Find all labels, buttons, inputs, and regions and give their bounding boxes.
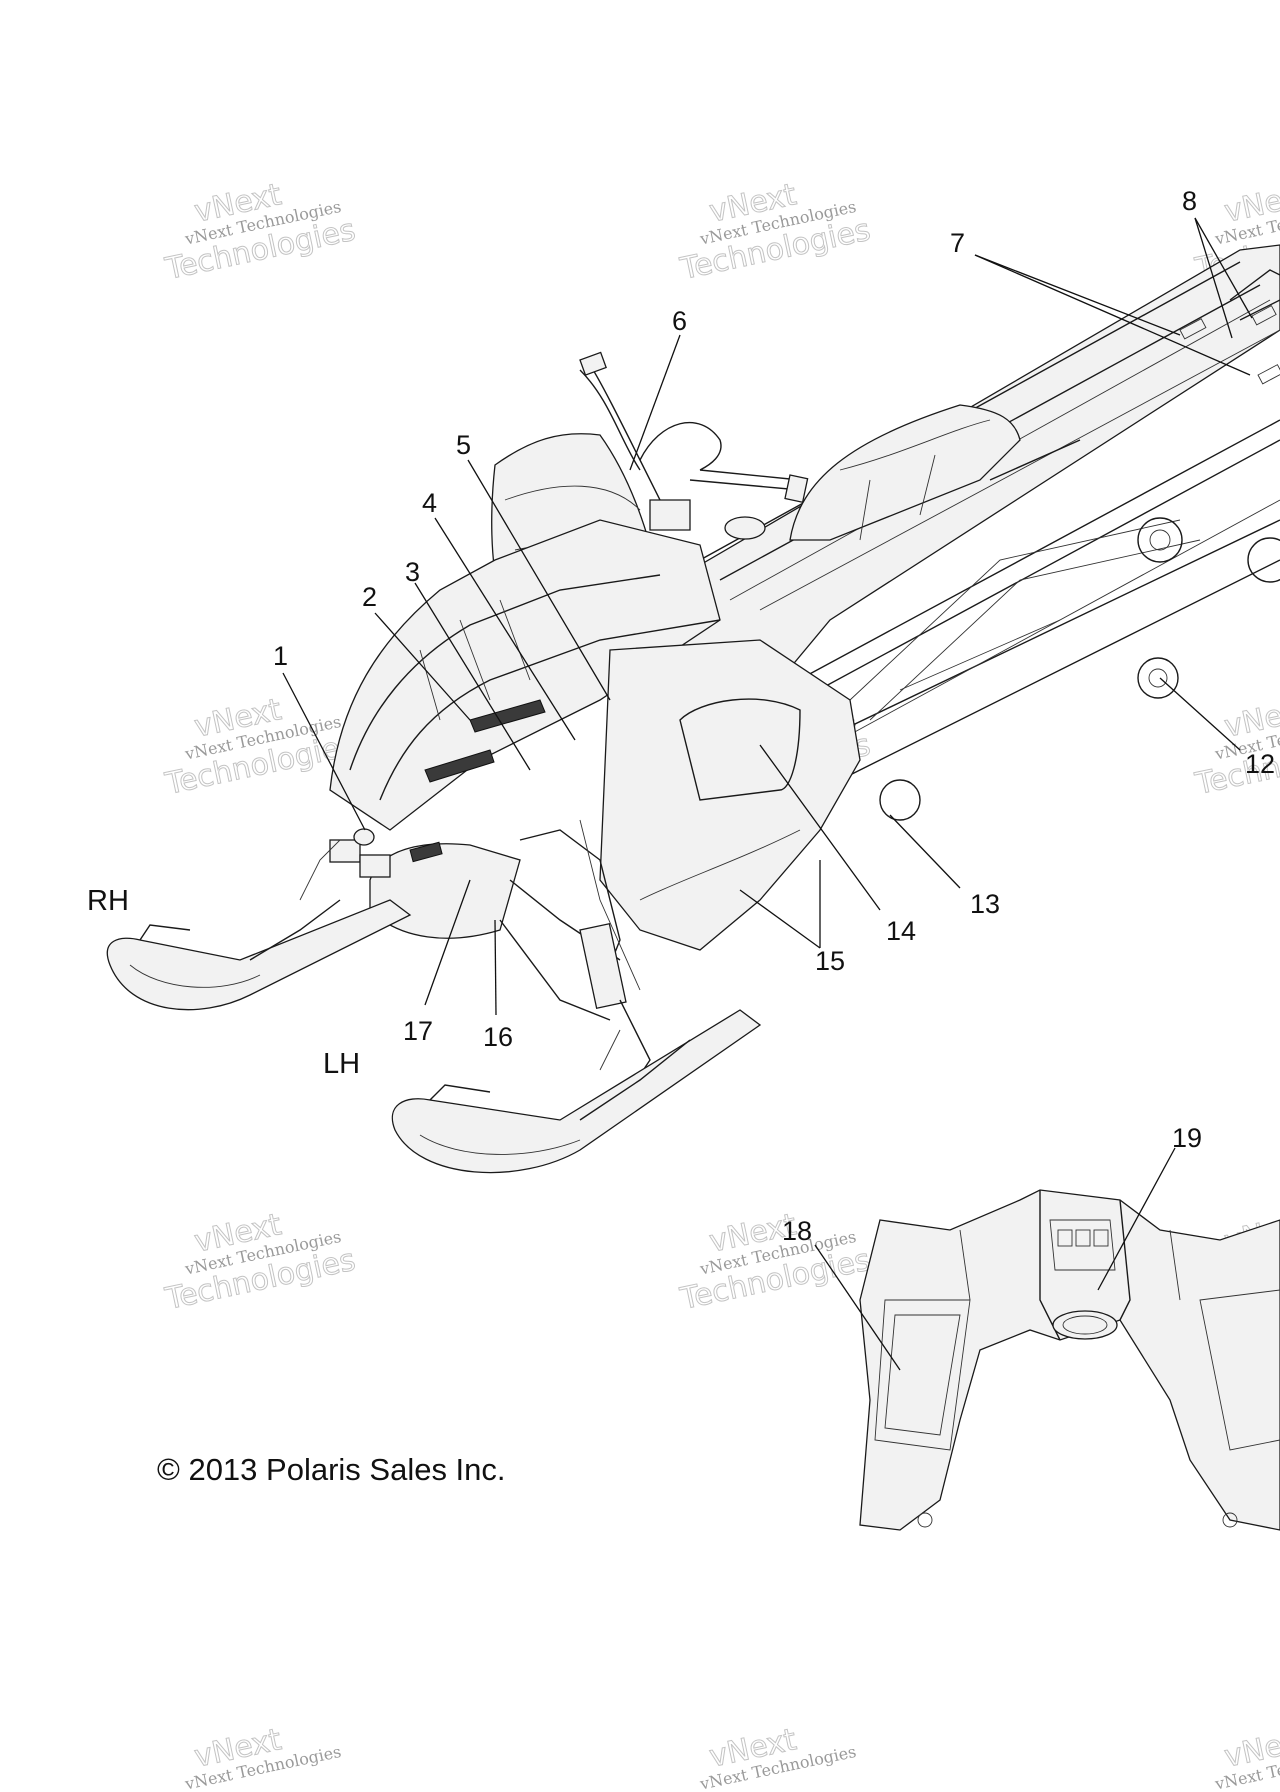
watermark: vNext vNext Technologies Technologies <box>676 177 874 288</box>
shock <box>579 922 627 1010</box>
side-label-lh: LH <box>323 1048 360 1080</box>
leader-15a <box>739 889 821 949</box>
callout-7: 7 <box>950 228 965 258</box>
side-label-rh: RH <box>87 885 129 917</box>
headlight <box>329 839 361 863</box>
leader-18 <box>814 1244 901 1371</box>
leader-8a <box>1194 217 1253 319</box>
idler-wheel <box>1137 517 1183 563</box>
leader-7b <box>974 254 1251 376</box>
callout-18: 18 <box>782 1216 812 1246</box>
hood-vent <box>424 749 495 783</box>
leader-16 <box>494 919 497 1016</box>
watermark: vNext vNext Technologies Technologies <box>1191 692 1280 803</box>
callout-15: 15 <box>815 946 845 976</box>
leader-8b <box>1194 217 1233 339</box>
leader-4 <box>434 517 576 741</box>
leader-13 <box>889 814 961 889</box>
leader-lines <box>282 217 1253 1371</box>
callout-8: 8 <box>1182 186 1197 216</box>
watermark: vNext vNext Technologies <box>697 1722 857 1792</box>
callout-1: 1 <box>273 641 288 671</box>
leader-1 <box>282 672 366 831</box>
leader-2 <box>374 612 471 721</box>
idler-wheel <box>1137 657 1179 699</box>
hood <box>329 519 721 831</box>
leader-12 <box>1159 677 1241 751</box>
callout-16: 16 <box>483 1022 513 1052</box>
console-panel <box>859 1189 1280 1531</box>
leader-3 <box>414 582 531 771</box>
idler-wheel <box>1247 537 1280 583</box>
leader-14 <box>759 744 881 911</box>
hood-vent <box>469 699 546 733</box>
watermark: vNext vNext Technologies Technologies <box>161 177 359 288</box>
idler-wheel <box>879 779 921 821</box>
watermark: vNext vNext Technologies <box>182 1722 342 1792</box>
console-gauge <box>1052 1310 1118 1340</box>
callout-19: 19 <box>1172 1123 1202 1153</box>
leader-6 <box>629 334 681 471</box>
callout-12: 12 <box>1245 749 1275 779</box>
watermark: vNext vNext Technologies Technologies <box>161 1207 359 1318</box>
snowmobile-illustration <box>106 244 1280 1174</box>
ski-lh <box>391 1009 762 1174</box>
side-panel <box>599 639 861 951</box>
callout-labels: 1 2 3 4 5 6 7 8 12 13 14 15 16 17 18 19 <box>273 186 1275 1246</box>
watermark: vNext vNext Technologies Technologies <box>161 692 359 803</box>
callout-5: 5 <box>456 430 471 460</box>
callout-3: 3 <box>405 557 420 587</box>
fuel-cap <box>724 516 766 540</box>
callout-2: 2 <box>362 582 377 612</box>
callout-6: 6 <box>672 306 687 336</box>
console-inset <box>859 1189 1280 1531</box>
watermark: vNext vNext Technologies <box>1212 1722 1280 1792</box>
leader-7a <box>974 254 1181 336</box>
headlight <box>359 854 391 878</box>
callout-4: 4 <box>422 488 437 518</box>
leader-5 <box>467 459 611 701</box>
seat <box>789 404 1021 541</box>
callout-13: 13 <box>970 889 1000 919</box>
callout-17: 17 <box>403 1016 433 1046</box>
leader-17 <box>424 879 471 1006</box>
leader-19 <box>1097 1147 1176 1291</box>
callout-14: 14 <box>886 916 916 946</box>
copyright-notice: © 2013 Polaris Sales Inc. <box>157 1452 506 1487</box>
watermark: vNext vNext Technologies Technologies <box>676 1207 874 1318</box>
